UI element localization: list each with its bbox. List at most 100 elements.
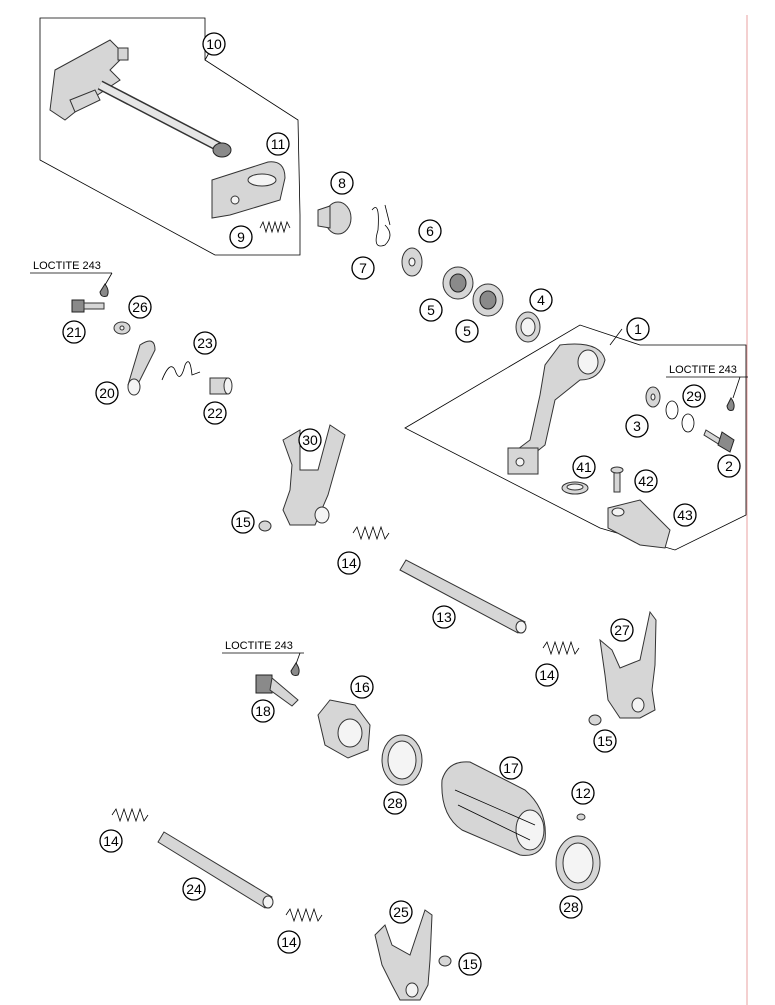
- callout-23: 23: [193, 331, 217, 355]
- svg-text:4: 4: [537, 292, 545, 308]
- spring-23-part: [161, 361, 201, 381]
- svg-text:28: 28: [387, 795, 403, 811]
- bushing-8-part: [317, 201, 352, 235]
- callout-41: 41: [572, 455, 596, 479]
- shift-lever-part: [507, 343, 606, 475]
- svg-text:25: 25: [393, 904, 409, 920]
- svg-text:17: 17: [503, 760, 519, 776]
- spring-9-part: [259, 220, 291, 234]
- callout-4: 4: [529, 288, 553, 312]
- callout-7: 7: [351, 256, 375, 280]
- svg-text:7: 7: [359, 260, 367, 276]
- callout-6: 6: [418, 219, 442, 243]
- svg-text:15: 15: [597, 733, 613, 749]
- svg-text:30: 30: [302, 432, 318, 448]
- shift-fork-25-part: [374, 909, 433, 1001]
- lock-washer-29-part: [665, 400, 695, 433]
- pin-12-part: [576, 813, 586, 821]
- svg-text:LOCTITE 243: LOCTITE 243: [669, 364, 737, 376]
- shift-shaft-group-outline: [39, 17, 301, 256]
- svg-text:2: 2: [725, 458, 733, 474]
- svg-text:42: 42: [638, 473, 654, 489]
- pin-42-part: [610, 466, 624, 493]
- svg-text:LOCTITE 243: LOCTITE 243: [225, 640, 293, 652]
- svg-text:22: 22: [207, 405, 223, 421]
- shift-fork-30-part: [282, 424, 346, 526]
- bearing-28b-part: [555, 835, 601, 891]
- callout-20: 20: [95, 381, 119, 405]
- svg-text:15: 15: [235, 514, 251, 530]
- svg-text:14: 14: [281, 934, 297, 950]
- svg-text:41: 41: [576, 459, 592, 475]
- shift-lever-group-outline: [404, 324, 747, 551]
- washer-6-part: [401, 247, 423, 277]
- callout-10: 10: [202, 32, 226, 56]
- callout-15a: 15: [231, 510, 255, 534]
- svg-text:18: 18: [255, 703, 271, 719]
- spring-14c-part: [111, 807, 149, 823]
- shift-rod-24-part: [157, 831, 274, 909]
- callout-14c: 14: [99, 829, 123, 853]
- callout-14d: 14: [277, 930, 301, 954]
- callout-12: 12: [571, 781, 595, 805]
- svg-text:11: 11: [271, 136, 286, 152]
- callout-14b: 14: [535, 663, 559, 687]
- callout-13: 13: [432, 605, 456, 629]
- roller-15c-part: [438, 955, 452, 967]
- svg-text:1: 1: [634, 321, 642, 337]
- svg-text:8: 8: [338, 175, 346, 191]
- callout-29: 29: [682, 384, 706, 408]
- callout-27: 27: [610, 618, 634, 642]
- svg-text:13: 13: [436, 609, 452, 625]
- callout-28a: 28: [383, 791, 407, 815]
- lever-20-part: [127, 340, 156, 396]
- svg-text:3: 3: [633, 418, 641, 434]
- svg-text:5: 5: [427, 302, 435, 318]
- svg-text:26: 26: [132, 299, 148, 315]
- callout-43: 43: [673, 503, 697, 527]
- spring-14a-part: [352, 525, 390, 541]
- svg-text:9: 9: [237, 229, 245, 245]
- svg-text:29: 29: [686, 388, 702, 404]
- shift-drum-17-part: [441, 761, 546, 856]
- callout-8: 8: [330, 171, 354, 195]
- shift-plate-part: [211, 161, 286, 219]
- svg-text:28: 28: [563, 899, 579, 915]
- callout-1: 1: [626, 317, 650, 341]
- loctite-drop-mid-icon: [290, 662, 300, 676]
- roller-15b-part: [588, 714, 602, 726]
- callout-22: 22: [203, 401, 227, 425]
- shift-rod-13-part: [399, 559, 527, 634]
- seal-ring-4-part: [515, 311, 541, 343]
- callout-17: 17: [499, 756, 523, 780]
- callout-16: 16: [350, 675, 374, 699]
- svg-text:16: 16: [354, 679, 370, 695]
- callout-5b: 5: [455, 319, 479, 343]
- svg-text:5: 5: [463, 323, 471, 339]
- spring-14d-part: [285, 907, 323, 923]
- svg-text:14: 14: [341, 555, 357, 571]
- callout-18: 18: [251, 699, 275, 723]
- loctite-note-right: LOCTITE 243: [666, 364, 748, 399]
- callout-42: 42: [634, 469, 658, 493]
- svg-text:23: 23: [197, 335, 213, 351]
- svg-text:14: 14: [539, 667, 555, 683]
- torsion-spring-7-part: [371, 204, 391, 247]
- bolt-18-part: [255, 674, 299, 707]
- callout-2: 2: [717, 454, 741, 478]
- bolt-2-part: [703, 429, 735, 453]
- shift-fork-27-part: [599, 610, 657, 719]
- callout-26: 26: [128, 295, 152, 319]
- svg-text:21: 21: [66, 324, 82, 340]
- svg-text:43: 43: [677, 507, 693, 523]
- callout-3: 3: [625, 414, 649, 438]
- callout-24: 24: [182, 877, 206, 901]
- callout-9: 9: [229, 225, 253, 249]
- callout-14a: 14: [337, 551, 361, 575]
- clip-41-part: [561, 481, 589, 495]
- washer-26-part: [113, 321, 131, 335]
- needle-bearing-5a-part: [442, 266, 474, 300]
- bushing-22-part: [209, 377, 233, 395]
- shift-shaft-part: [49, 39, 232, 158]
- callout-28b: 28: [559, 895, 583, 919]
